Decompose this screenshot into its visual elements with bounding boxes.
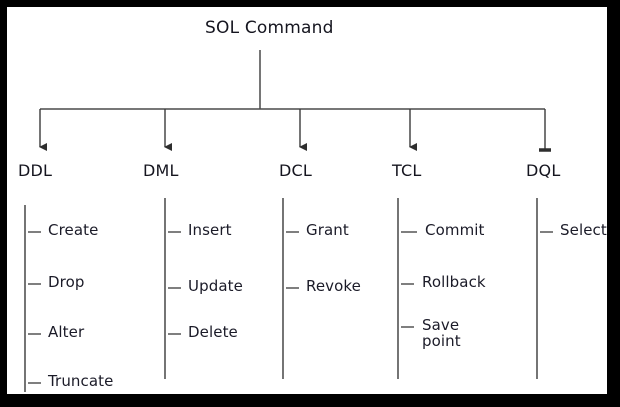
category-label-dml: DML xyxy=(143,161,179,180)
leaf-label-dcl-revoke: Revoke xyxy=(306,277,362,295)
leaf-label-dcl-grant: Grant xyxy=(306,221,349,239)
category-label-dcl: DCL xyxy=(279,161,313,180)
root-node-label: SOL Command xyxy=(205,18,334,38)
leaf-label-tcl-savepoint-line1: Save xyxy=(422,316,460,334)
category-label-tcl: TCL xyxy=(392,161,422,180)
connector-lines xyxy=(24,50,553,392)
leaf-label-ddl-alter: Alter xyxy=(48,323,85,341)
leaf-label-ddl-truncate: Truncate xyxy=(48,372,114,390)
leaf-label-tcl-commit: Commit xyxy=(425,221,485,239)
leaf-label-dml-update: Update xyxy=(188,277,243,295)
leaf-label-tcl-savepoint: Save point xyxy=(422,316,461,350)
leaf-label-tcl-savepoint-line2: point xyxy=(422,331,461,350)
leaf-label-tcl-rollback: Rollback xyxy=(422,273,486,291)
leaf-label-dml-delete: Delete xyxy=(188,323,238,341)
leaf-label-dml-insert: Insert xyxy=(188,221,232,239)
category-label-ddl: DDL xyxy=(18,161,53,180)
leaf-label-dql-select: Select xyxy=(560,221,607,239)
diagram-canvas: SOL Command DDL DML DCL TCL DQL Create D… xyxy=(7,7,607,394)
category-label-dql: DQL xyxy=(526,161,561,180)
leaf-label-ddl-drop: Drop xyxy=(48,273,85,291)
leaf-label-ddl-create: Create xyxy=(48,221,99,239)
